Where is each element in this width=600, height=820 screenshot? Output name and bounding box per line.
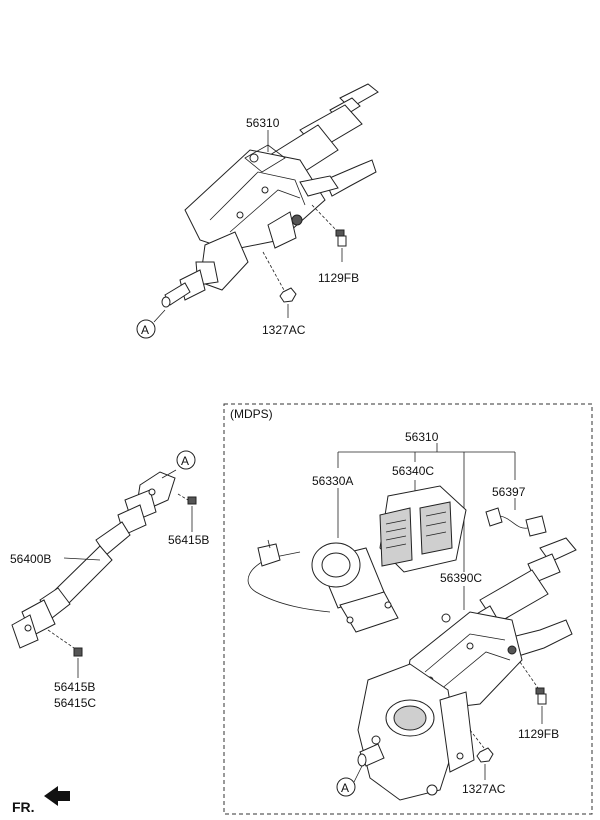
bolt-56415b-top <box>187 496 197 532</box>
label-56415b-top: 56415B <box>168 533 209 547</box>
label-56415c-bottom: 56415C <box>54 696 96 710</box>
mdps-title: (MDPS) <box>230 407 273 421</box>
svg-text:A: A <box>181 454 189 468</box>
label-1129fb-mdps: 1129FB <box>518 727 559 741</box>
upper-steering-column <box>161 83 379 308</box>
front-label: FR. <box>12 799 35 815</box>
front-arrow-icon <box>44 786 70 806</box>
nut-1327ac-upper <box>279 287 297 318</box>
label-56400b: 56400B <box>10 552 51 566</box>
label-1327ac-mdps: 1327AC <box>462 782 506 796</box>
label-56397: 56397 <box>492 485 526 499</box>
front-direction-indicator: FR. <box>12 786 70 815</box>
label-1129fb-upper: 1129FB <box>318 271 359 285</box>
ref-circle-a-upper: A <box>136 319 156 339</box>
intermediate-shaft <box>11 471 176 649</box>
label-56390c: 56390C <box>440 571 482 585</box>
motor-56330a <box>247 539 399 633</box>
label-56415b-bottom: 56415B <box>54 680 95 694</box>
ecu-56340c <box>379 485 467 573</box>
label-56340c: 56340C <box>392 464 434 478</box>
nut-1327ac-mdps <box>469 729 494 780</box>
label-56310-mdps: 56310 <box>405 430 439 444</box>
label-56310-upper: 56310 <box>246 116 280 130</box>
ref-circle-a-shaft: A <box>176 450 196 470</box>
bolt-56415b-bottom <box>73 647 83 678</box>
bolt-1129fb-upper <box>335 229 347 262</box>
svg-text:A: A <box>141 323 149 337</box>
label-1327ac-upper: 1327AC <box>262 323 306 337</box>
bolt-1129fb-mdps <box>519 661 547 724</box>
mdps-steering-column <box>357 537 577 801</box>
svg-text:A: A <box>341 781 349 795</box>
label-56330a: 56330A <box>312 474 353 488</box>
harness-56397 <box>485 507 547 537</box>
mdps-dashed-frame <box>223 403 593 815</box>
ref-circle-a-mdps: A <box>336 777 356 797</box>
